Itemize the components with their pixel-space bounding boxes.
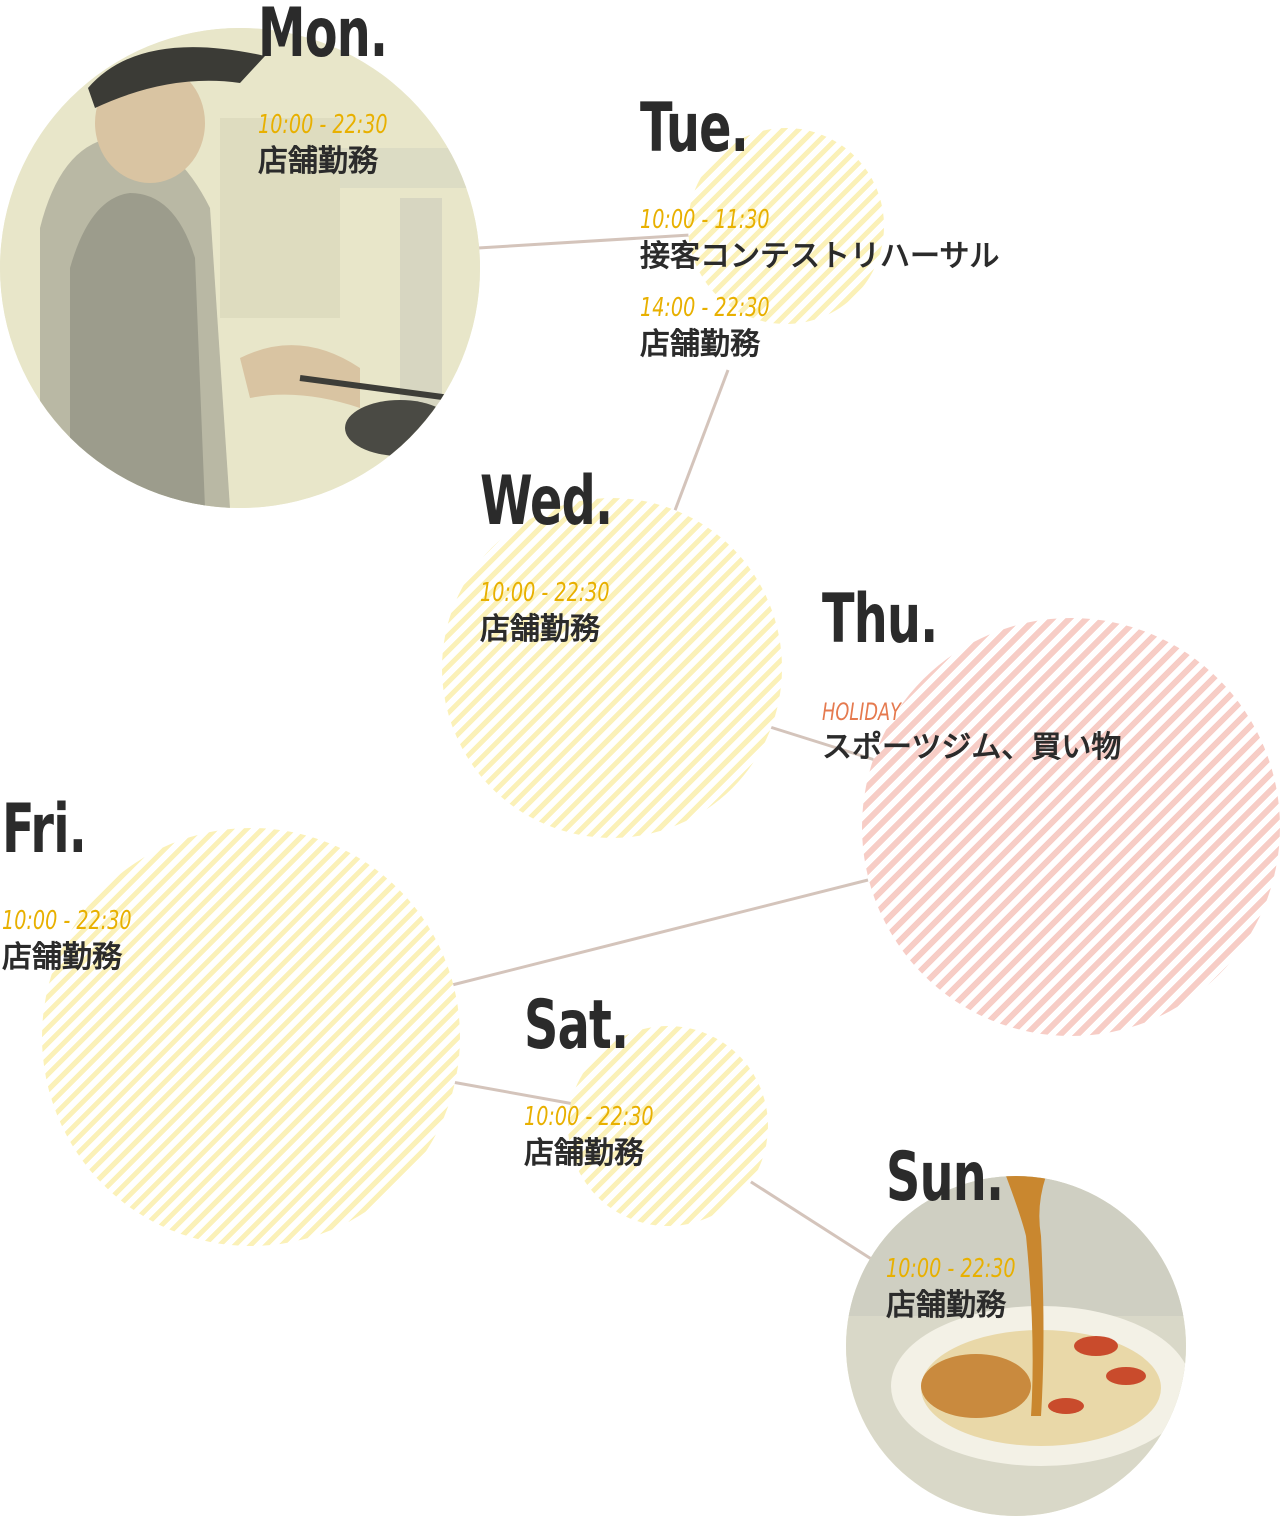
day-name-fri: Fri. [2, 790, 87, 869]
day-name-tue: Tue. [640, 89, 749, 168]
day-thu: Thu. HOLIDAY スポーツジム、買い物 [822, 586, 1121, 766]
task-mon-1: 店舗勤務 [258, 144, 378, 179]
sat-circle [568, 1026, 768, 1226]
day-mon: Mon. 10:00 - 22:30 店舗勤務 [258, 0, 424, 180]
connector-fri-sat [451, 1080, 575, 1106]
sun-photo-circle [846, 1176, 1186, 1516]
mon-photo-circle [0, 28, 480, 508]
day-fri: Fri. 10:00 - 22:30 店舗勤務 [2, 796, 160, 976]
time-wed-1: 10:00 - 22:30 [480, 578, 610, 608]
chef-cooking-photo [0, 28, 480, 508]
day-name-sun: Sun. [886, 1138, 1004, 1217]
task-thu-1: スポーツジム、買い物 [822, 730, 1122, 765]
day-name-mon: Mon. [258, 0, 388, 73]
day-sat: Sat. 10:00 - 22:30 店舗勤務 [524, 992, 682, 1172]
wed-circle [442, 498, 782, 838]
holiday-label: HOLIDAY [822, 698, 901, 726]
task-wed-1: 店舗勤務 [480, 612, 600, 647]
time-sun-1: 10:00 - 22:30 [886, 1254, 1016, 1284]
time-fri-1: 10:00 - 22:30 [2, 906, 132, 936]
day-tue: Tue. 10:00 - 11:30 接客コンテストリハーサル 14:00 - … [640, 95, 999, 363]
time-tue-1: 10:00 - 11:30 [640, 205, 770, 235]
tue-circle [688, 128, 884, 324]
thu-circle [862, 618, 1280, 1036]
day-name-thu: Thu. [822, 580, 938, 659]
connector-mon-tue [477, 233, 691, 250]
connector-sat-sun [747, 1178, 877, 1264]
task-tue-1: 接客コンテストリハーサル [640, 239, 1000, 274]
connector-thu-fri [451, 878, 869, 987]
day-name-sat: Sat. [524, 986, 629, 1065]
task-tue-2: 店舗勤務 [640, 327, 760, 362]
connector-wed-thu [769, 725, 876, 762]
time-mon-1: 10:00 - 22:30 [258, 110, 388, 140]
task-sun-1: 店舗勤務 [886, 1288, 1006, 1323]
time-tue-2: 14:00 - 22:30 [640, 293, 770, 323]
fri-circle [42, 828, 460, 1246]
connector-tue-wed [672, 369, 730, 514]
task-fri-1: 店舗勤務 [2, 940, 122, 975]
day-sun: Sun. 10:00 - 22:30 店舗勤務 [886, 1144, 1044, 1324]
noodle-dish-photo [846, 1176, 1186, 1516]
day-wed: Wed. 10:00 - 22:30 店舗勤務 [480, 468, 650, 648]
day-name-wed: Wed. [480, 462, 613, 541]
task-sat-1: 店舗勤務 [524, 1136, 644, 1171]
time-sat-1: 10:00 - 22:30 [524, 1102, 654, 1132]
